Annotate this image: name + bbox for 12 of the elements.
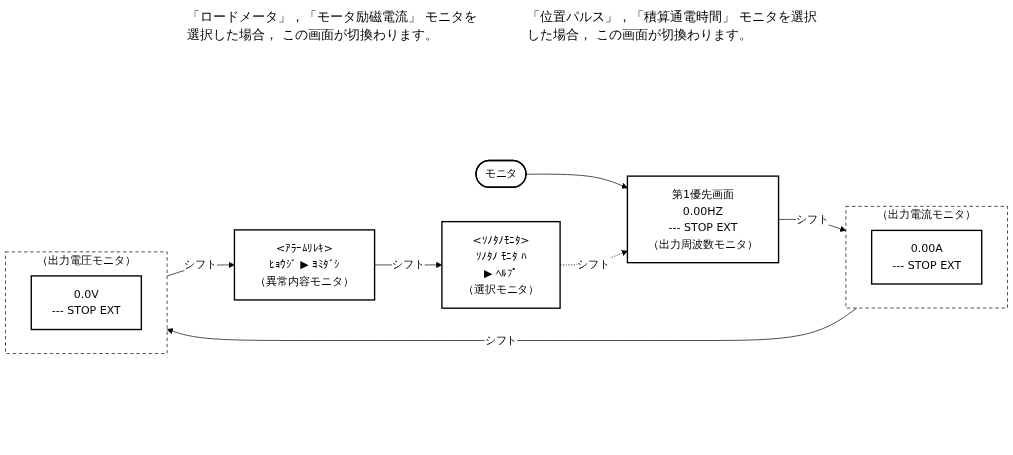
node-box: 0.00A --- STOP EXT bbox=[870, 230, 983, 286]
node-box: <ｱﾗｰﾑﾘﾚｷ> ﾋｮｳｼﾞ ▶ ﾖﾐﾀﾞｼ （異常内容モニタ） bbox=[233, 229, 376, 302]
node-box: <ｿﾉﾀﾉﾓﾆﾀ> ｿﾉﾀﾉ ﾓﾆﾀ ﾊ ▶ ﾍﾙﾌﾟ （選択モニタ） bbox=[441, 221, 561, 310]
edge-label: シフト bbox=[484, 334, 518, 348]
node-box: 第1優先画面 0.00HZ --- STOP EXT （出力周波数モニタ） bbox=[626, 175, 780, 264]
note-text: 「位置パルス」，「積算通電時間」 モニタを選択した場合， この画面が切換わります。 bbox=[526, 8, 818, 44]
edge-label: シフト bbox=[391, 258, 425, 272]
edge-label: シフト bbox=[577, 258, 611, 272]
node-box: 0.0V --- STOP EXT bbox=[30, 275, 143, 331]
edge-label: シフト bbox=[184, 258, 218, 272]
note-text: 「ロードメータ」，「モータ励磁電流」 モニタを選択した場合， この画面が切換わります。 bbox=[186, 8, 478, 44]
edge-label: シフト bbox=[795, 213, 829, 227]
